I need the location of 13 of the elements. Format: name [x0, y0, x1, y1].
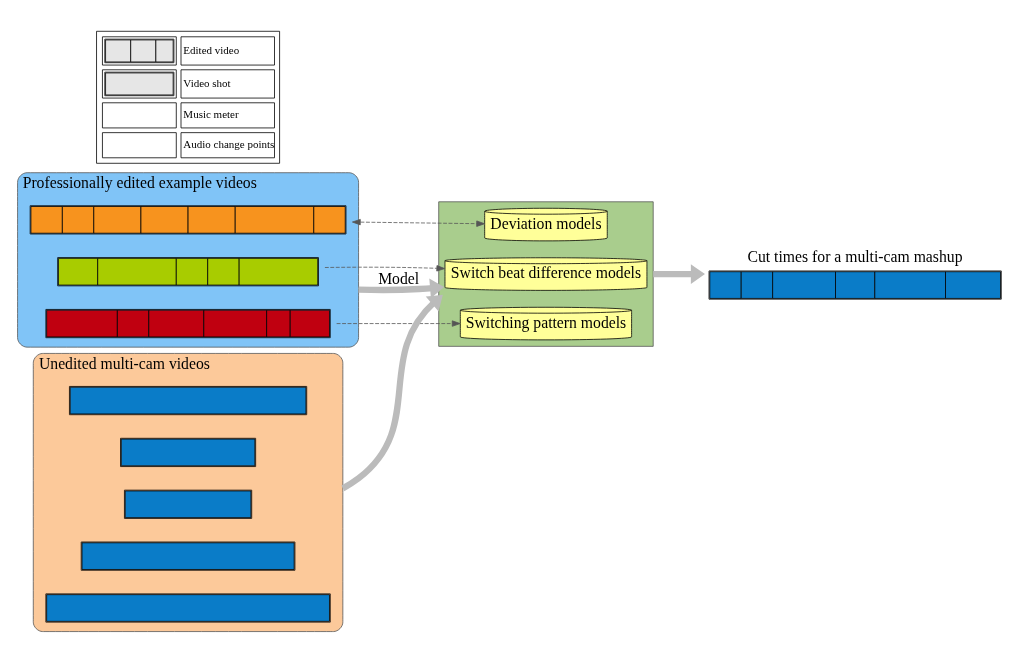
cluster: Unedited multi-cam videos: [32, 353, 344, 632]
arrow: [352, 219, 485, 227]
arrow: [336, 320, 461, 327]
legend-label: Music meter: [183, 108, 239, 121]
legend-label: Edited video: [183, 43, 240, 56]
edge-label: Model: [378, 270, 420, 288]
arrow: [358, 278, 445, 299]
legend-label: Audio change points: [183, 138, 275, 151]
arrow: [653, 264, 705, 284]
legend-label: Video shot: [183, 76, 231, 89]
arrow: [324, 265, 446, 272]
arrow: [341, 294, 443, 492]
node-label: Cut times for a multi-cam mashup: [747, 247, 963, 265]
